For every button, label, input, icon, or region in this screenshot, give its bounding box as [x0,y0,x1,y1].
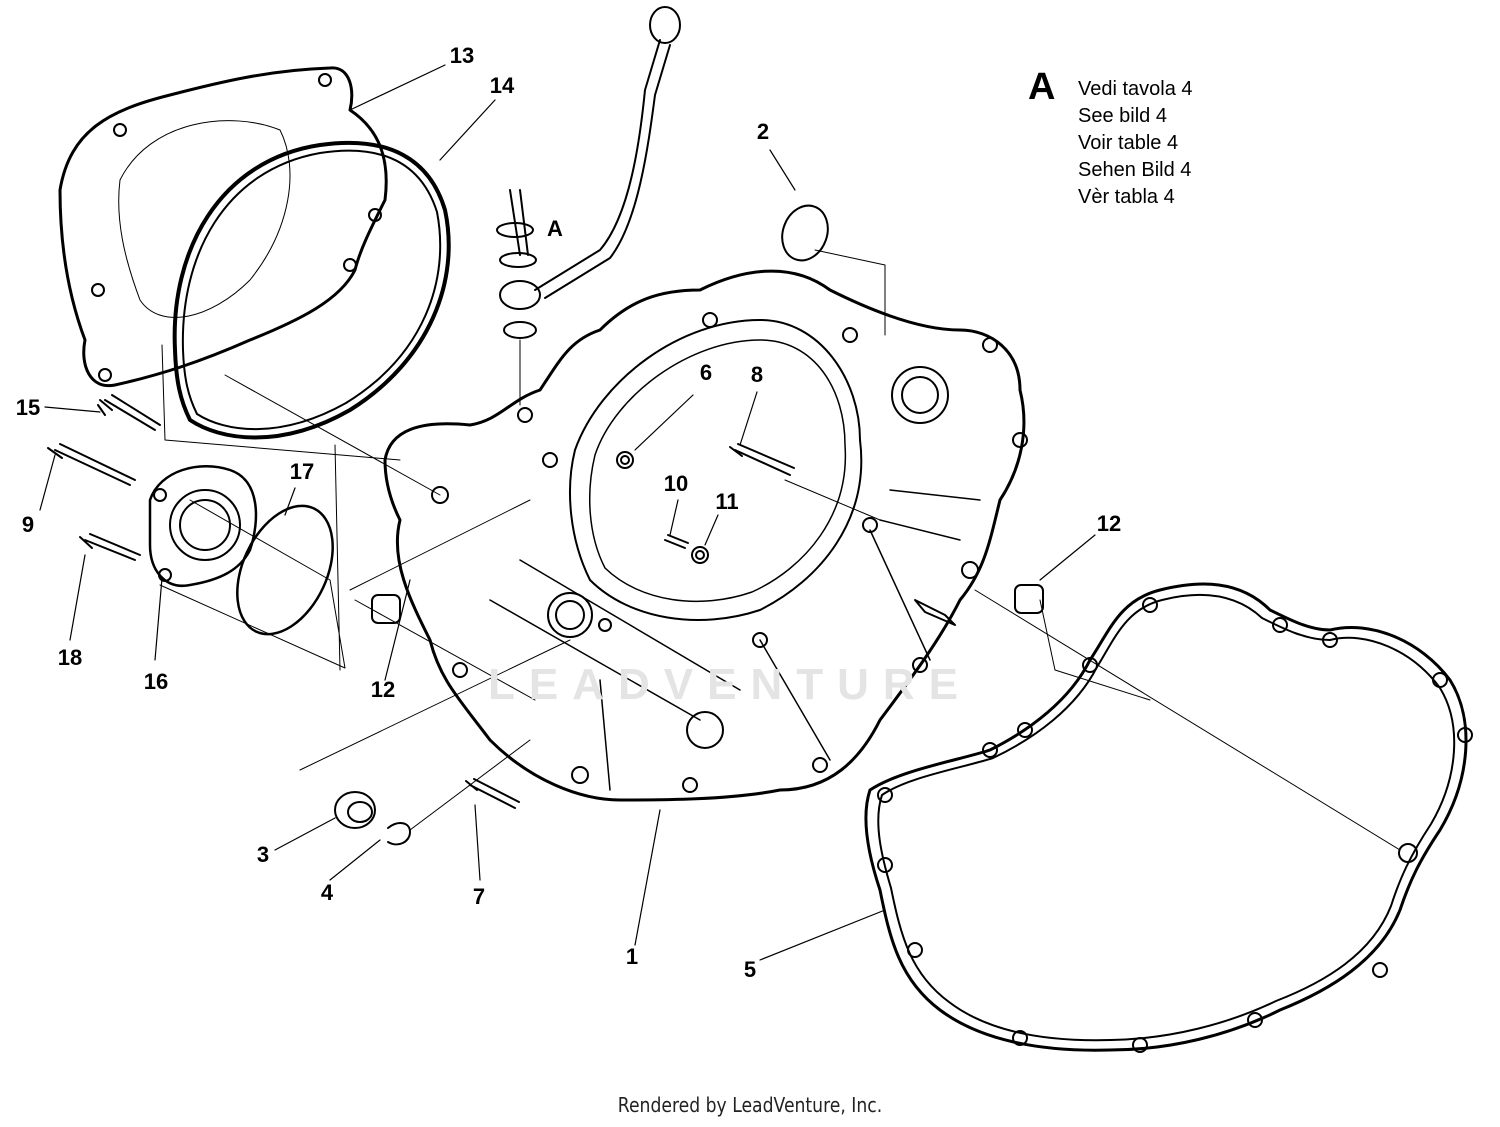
part-5-gasket[interactable] [864,582,1473,1053]
legend-line-de: Sehen Bild 4 [1078,159,1192,181]
callout-12-left[interactable]: 12 [370,677,396,702]
callout-9[interactable]: 9 [21,512,35,537]
callout-A[interactable]: A [547,216,563,241]
callout-5[interactable]: 5 [743,957,757,982]
banjo-fitting[interactable] [496,6,681,339]
bolts[interactable] [47,394,795,809]
callout-6[interactable]: 6 [699,360,713,385]
assembly-lines [159,249,1401,851]
leader-lines [39,64,1096,961]
legend-line-en: See bild 4 [1078,105,1167,127]
callout-18[interactable]: 18 [57,645,83,670]
footer-credit: Rendered by LeadVenture, Inc. [617,1093,883,1117]
callout-14[interactable]: 14 [489,73,515,98]
legend-letter: A [1028,66,1056,108]
watermark: LEADVENTURE [488,660,973,709]
part-1-crankcase-cover[interactable] [383,269,1028,802]
part-17-oring[interactable] [218,491,352,650]
callout-3[interactable]: 3 [256,842,270,867]
callout-13[interactable]: 13 [449,43,475,68]
callout-15[interactable]: 15 [15,395,41,420]
callout-4[interactable]: 4 [320,880,334,905]
callout-11[interactable]: 11 [715,489,739,514]
callout-10[interactable]: 10 [663,471,689,496]
legend-line-it: Vedi tavola 4 [1078,78,1193,100]
part-13-clutch-cover[interactable] [58,66,388,388]
callout-7[interactable]: 7 [472,884,486,909]
callout-12-right[interactable]: 12 [1096,511,1122,536]
legend-line-es: Vèr tabla 4 [1078,186,1175,208]
part-14-oring[interactable] [172,140,451,440]
callout-16[interactable]: 16 [143,669,169,694]
legend-line-fr: Voir table 4 [1078,132,1179,154]
callout-1[interactable]: 1 [625,944,639,969]
small-parts[interactable] [334,199,1044,846]
callout-17[interactable]: 17 [289,459,315,484]
callout-8[interactable]: 8 [750,362,764,387]
callout-2[interactable]: 2 [756,119,770,144]
legend-lines: Vedi tavola 4 See bild 4 Voir table 4 Se… [1078,76,1193,211]
